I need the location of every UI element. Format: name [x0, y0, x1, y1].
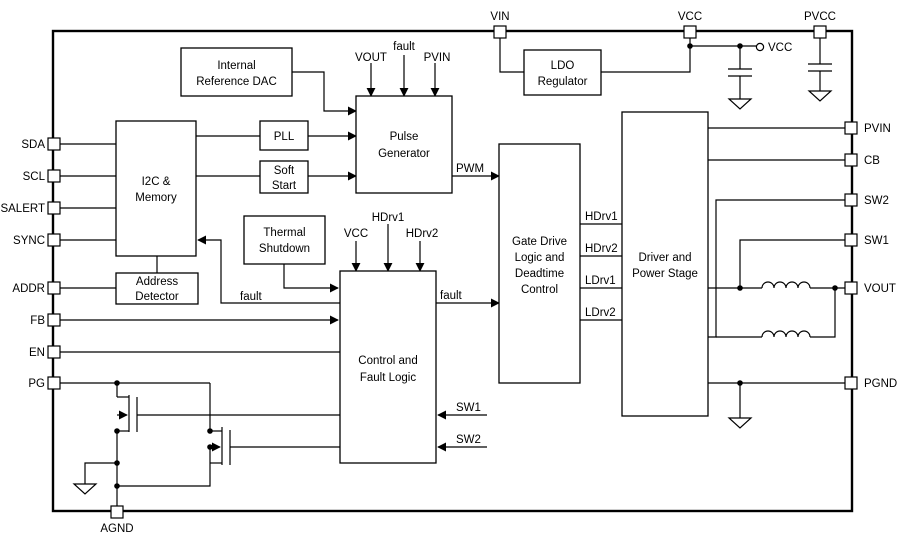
vcc-output-terminal	[755, 42, 765, 52]
pulse-gen-label-1: Pulse	[390, 131, 419, 143]
thermal-label-2: Shutdown	[259, 243, 310, 255]
signal-labels: VOUT fault PVIN PWM fault VCC HDrv1 HDrv…	[240, 41, 792, 446]
ldo-label-2: Regulator	[538, 76, 588, 88]
signal-hdrv2-label: HDrv2	[406, 228, 439, 240]
ref-dac-label-1: Internal	[217, 60, 255, 72]
pll-block: PLL	[259, 120, 309, 151]
signal-pvin-label: PVIN	[424, 52, 451, 64]
signal-ldrv1-out-label: LDrv1	[585, 275, 616, 287]
gate-drive-label-3: Deadtime	[515, 268, 564, 280]
pin-vcc-label: VCC	[678, 11, 702, 23]
pin-vout	[844, 281, 858, 295]
pin-cb-label: CB	[864, 155, 880, 167]
soft-start-label-2: Start	[272, 180, 297, 192]
signal-vcc-out-label: VCC	[768, 42, 792, 54]
pin-sda	[47, 137, 61, 151]
pin-pvcc-label: PVCC	[804, 11, 836, 23]
pin-fb	[47, 313, 61, 327]
driver-label-2: Power Stage	[632, 268, 698, 280]
pins-right: PVIN CB SW2 SW1 VOUT PGND	[844, 121, 897, 390]
pin-salert-label: SALERT	[0, 203, 45, 215]
address-detector-block: Address Detector	[115, 272, 199, 305]
pins-top: VIN VCC PVCC	[490, 11, 836, 39]
signal-fault-label: fault	[393, 41, 416, 53]
pin-sync	[47, 233, 61, 247]
pin-addr-label: ADDR	[12, 283, 45, 295]
pulse-generator-block: Pulse Generator	[355, 95, 453, 194]
gate-drive-label-4: Control	[521, 284, 558, 296]
pin-fb-label: FB	[30, 315, 45, 327]
pin-sw1	[844, 233, 858, 247]
pin-sync-label: SYNC	[13, 235, 45, 247]
signal-ldrv2-out-label: LDrv2	[585, 307, 616, 319]
thermal-label-1: Thermal	[263, 227, 305, 239]
driver-label-1: Driver and	[638, 252, 691, 264]
control-label-1: Control and	[358, 355, 417, 367]
pin-sda-label: SDA	[21, 139, 45, 151]
gate-drive-block: Gate Drive Logic and Deadtime Control	[498, 143, 581, 384]
soft-start-block: Soft Start	[259, 160, 309, 194]
pin-pvin-label: PVIN	[864, 123, 891, 135]
junction-dots	[114, 43, 838, 489]
signal-sw1-label: SW1	[456, 402, 481, 414]
signal-sw2-label: SW2	[456, 434, 481, 446]
pin-agnd-label: AGND	[100, 523, 133, 535]
pins-bottom: AGND	[100, 505, 134, 535]
pin-en	[47, 345, 61, 359]
i2c-label-1: I2C &	[142, 176, 171, 188]
signal-hdrv2-out-label: HDrv2	[585, 243, 618, 255]
pin-pg	[47, 376, 61, 390]
pin-vout-label: VOUT	[864, 283, 896, 295]
ldo-label-1: LDO	[551, 60, 575, 72]
i2c-memory-block: I2C & Memory	[115, 120, 197, 257]
pins-left: SDA SCL SALERT SYNC ADDR FB EN PG	[0, 137, 61, 390]
pin-scl-label: SCL	[23, 171, 46, 183]
signal-vout-label: VOUT	[355, 52, 387, 64]
i2c-label-2: Memory	[135, 192, 177, 204]
control-fault-logic-block: Control and Fault Logic	[339, 270, 437, 464]
pin-cb	[844, 153, 858, 167]
chip-outline	[51, 29, 854, 513]
pin-pgnd-label: PGND	[864, 378, 897, 390]
pin-sw1-label: SW1	[864, 235, 889, 247]
pin-pg-label: PG	[28, 378, 45, 390]
soft-start-label-1: Soft	[274, 165, 295, 177]
pin-en-label: EN	[29, 347, 45, 359]
pin-agnd	[110, 505, 124, 519]
pin-sw2-label: SW2	[864, 195, 889, 207]
thermal-shutdown-block: Thermal Shutdown	[243, 215, 326, 265]
ref-dac-label-2: Reference DAC	[196, 76, 277, 88]
pin-scl	[47, 169, 61, 183]
pin-pgnd	[844, 376, 858, 390]
addr-det-label-1: Address	[136, 276, 178, 288]
signal-hdrv1-out-label: HDrv1	[585, 211, 618, 223]
gate-drive-label-2: Logic and	[515, 252, 565, 264]
pin-pvin	[844, 121, 858, 135]
pin-addr	[47, 281, 61, 295]
signal-pwm-label: PWM	[456, 163, 484, 175]
signal-vcc-label: VCC	[344, 228, 368, 240]
pin-sw2	[844, 193, 858, 207]
wires	[60, 38, 845, 506]
pin-vin	[493, 25, 507, 39]
driver-power-stage-block: Driver and Power Stage	[621, 111, 709, 417]
pll-label: PLL	[274, 131, 295, 143]
addr-det-label-2: Detector	[135, 291, 179, 303]
signal-fault-to-i2c-label: fault	[240, 291, 263, 303]
signal-hdrv1-label: HDrv1	[372, 212, 405, 224]
ref-dac-block: Internal Reference DAC	[180, 47, 293, 97]
ldo-regulator-block: LDO Regulator	[523, 49, 602, 96]
pin-vin-label: VIN	[490, 11, 509, 23]
signal-fault-to-gate-label: fault	[440, 290, 463, 302]
pin-salert	[47, 201, 61, 215]
pin-vcc	[683, 25, 697, 39]
pin-pvcc	[813, 25, 827, 39]
gate-drive-label-1: Gate Drive	[512, 236, 567, 248]
control-label-2: Fault Logic	[360, 372, 417, 384]
pulse-gen-label-2: Generator	[378, 148, 430, 160]
